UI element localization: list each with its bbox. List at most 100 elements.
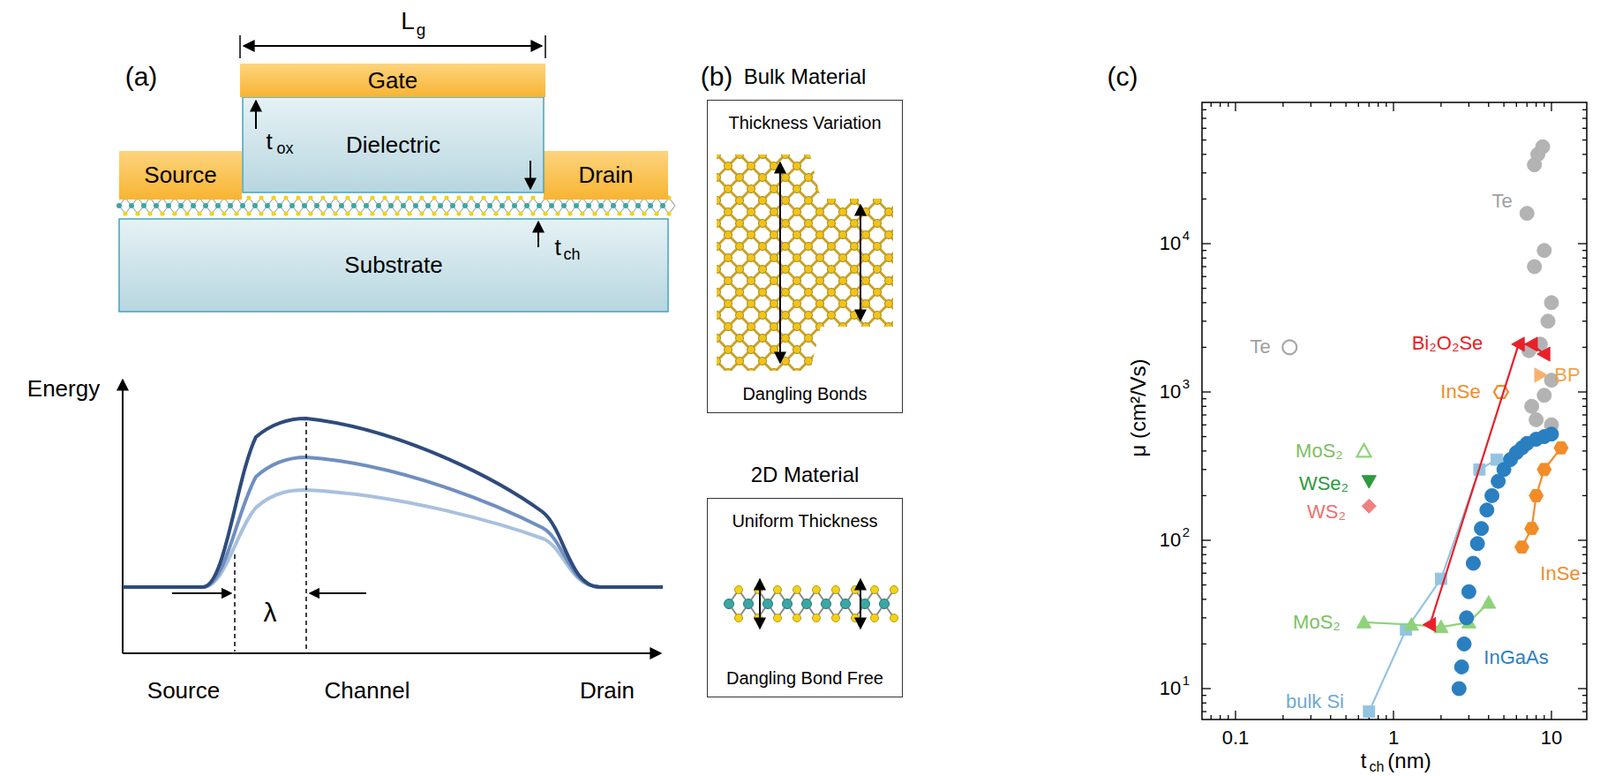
panel-letter: (c) [1107, 63, 1139, 91]
tick-label: 10 [1159, 233, 1181, 254]
dimension-tick [239, 35, 241, 59]
source-fill [119, 150, 242, 200]
box-label: Source [143, 162, 217, 188]
series-label: Bi₂O₂Se [1412, 333, 1484, 354]
energy-band-diagram [122, 379, 663, 654]
tick-label: 10 [1159, 530, 1181, 550]
dimension-label: t [554, 235, 561, 259]
data-marker [1434, 619, 1449, 632]
dimension-label: λ [263, 599, 278, 626]
lambda-arrow [309, 592, 367, 594]
mobility-chart [1201, 102, 1587, 720]
data-marker [1481, 595, 1496, 609]
subscript: g [416, 21, 427, 38]
material-panel: Bulk MaterialThickness VariationDangling… [706, 99, 903, 414]
band-curve [122, 457, 663, 587]
data-marker [1457, 636, 1472, 651]
drain-fill [543, 150, 669, 200]
series-line [1368, 459, 1497, 712]
dimension-label: L [400, 8, 415, 34]
axis-title: μ (cm²/Vs) [1127, 358, 1150, 457]
series-label: InGaAs [1483, 647, 1548, 668]
thickness-arrow [859, 578, 862, 629]
dimension-label: t [265, 129, 272, 153]
device-cross-section [116, 35, 676, 312]
dielectric-fill [242, 97, 544, 193]
data-marker [1537, 463, 1552, 476]
subscript: ox [276, 140, 293, 157]
data-marker [1363, 706, 1375, 718]
data-marker [1459, 610, 1474, 625]
substrate-fill [119, 218, 669, 312]
data-marker [1540, 314, 1555, 329]
data-marker [1461, 584, 1476, 599]
data-marker [1529, 412, 1544, 427]
data-marker [1361, 475, 1376, 489]
data-marker [1465, 555, 1480, 571]
data-marker [1404, 617, 1419, 631]
dashed-marker [305, 421, 308, 652]
superscript: 2 [1182, 525, 1190, 539]
data-marker [1357, 615, 1372, 628]
band-curve [122, 418, 663, 587]
data-marker [1554, 441, 1569, 454]
tick-label: 10 [1159, 678, 1181, 699]
axis-title: (nm) [1387, 750, 1431, 772]
data-marker [1479, 503, 1495, 518]
box-label: Dielectric [345, 132, 441, 158]
box-label: Gate [368, 67, 418, 94]
thickness-arrow [779, 162, 782, 363]
thickness-arrow [758, 578, 761, 629]
lambda-arrow [172, 592, 232, 594]
thickness-arrow [859, 204, 862, 321]
axis-region: Drain [579, 678, 635, 702]
data-marker [1519, 206, 1534, 221]
drain-box: Drain [543, 150, 669, 200]
material-panel: 2D MaterialUniform ThicknessDangling Bon… [706, 497, 903, 698]
series-label: bulk Si [1285, 691, 1345, 712]
superscript: 1 [1182, 673, 1190, 687]
data-marker [1485, 488, 1500, 503]
panel-heading: 2D Material [751, 463, 860, 487]
data-marker [1454, 659, 1469, 674]
panel-note: Dangling Bond Free [726, 668, 884, 688]
source-box: Source [119, 150, 242, 200]
substrate-box: Substrate [119, 218, 669, 312]
series-line [1429, 344, 1545, 625]
gate-length-arrow [243, 45, 542, 47]
series-label: MoS₂ [1295, 441, 1344, 461]
box-label: Substrate [344, 252, 443, 278]
axis-region: Channel [324, 678, 411, 702]
series-label: Te [1491, 191, 1512, 211]
data-marker [1527, 259, 1542, 274]
panel-letter: (a) [125, 63, 158, 91]
plot-frame [1201, 102, 1587, 720]
gate-box: Gate [240, 63, 546, 98]
data-marker [1537, 388, 1552, 403]
series-label: WS₂ [1307, 502, 1346, 522]
data-marker [1534, 368, 1548, 383]
gate-fill [240, 63, 546, 98]
box-label: Drain [578, 162, 633, 188]
axis-ticks [1201, 102, 1587, 720]
panel-note: Uniform Thickness [731, 510, 878, 531]
data-marker [1515, 540, 1530, 554]
subscript: ch [1369, 759, 1385, 774]
series-label: InSe [1440, 382, 1480, 402]
data-marker [1544, 295, 1559, 310]
series-label: BP [1554, 365, 1580, 385]
data-marker [1494, 385, 1509, 399]
superscript: 4 [1182, 228, 1190, 242]
data-marker [1470, 536, 1485, 551]
oxide-thickness-arrow [255, 100, 257, 129]
data-marker [1511, 337, 1525, 352]
dimension-tick [544, 35, 547, 59]
tick-label: 0.1 [1222, 728, 1250, 748]
dashed-marker [233, 554, 236, 652]
data-marker [1361, 498, 1376, 513]
series-label: MoS₂ [1292, 612, 1341, 632]
tick-label: 1 [1388, 728, 1399, 748]
series-line [1522, 447, 1562, 547]
data-marker [1524, 337, 1538, 352]
